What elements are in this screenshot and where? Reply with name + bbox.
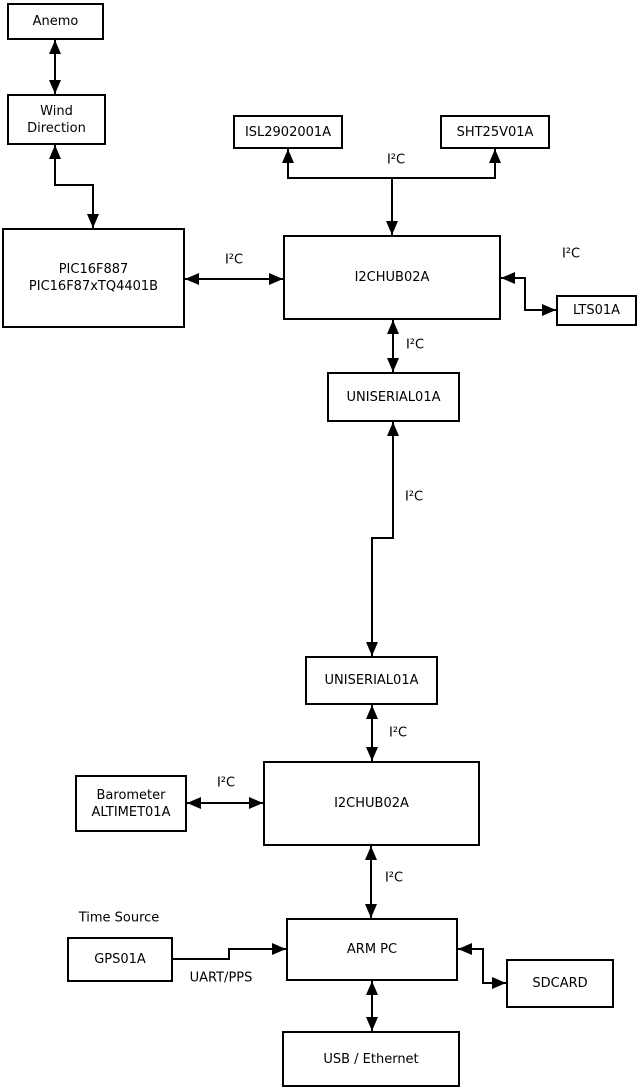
node-arm-pc-label: ARM PC [346, 942, 398, 957]
edge-uni1-uni2 [366, 422, 399, 656]
node-isl2902001a-label: ISL2902001A [244, 124, 332, 140]
edge-label-i2c-sensors: I²C [386, 152, 406, 168]
node-lts01a: LTS01A [556, 295, 637, 326]
node-arm-pc: ARM PC [286, 918, 458, 981]
edge-armpc-sdcard [458, 943, 506, 989]
node-pic-label-line1: PIC16F887 [58, 262, 129, 277]
node-uniserial-2-label: UNISERIAL01A [324, 673, 419, 688]
edge-hub1-lts [501, 272, 556, 316]
edge-label-i2c-uni2-hub2: I²C [388, 725, 408, 741]
node-wind-direction-label-line1: Wind [40, 103, 73, 119]
node-sht25v01a: SHT25V01A [440, 115, 550, 149]
node-isl2902001a: ISL2902001A [233, 115, 343, 149]
node-barometer-label-line2: ALTIMET01A [91, 804, 171, 820]
node-sdcard-label: SDCARD [532, 976, 588, 991]
edge-label-i2c-baro-hub2: I²C [216, 775, 236, 791]
edge-label-i2c-hub2-armpc: I²C [384, 870, 404, 886]
node-i2c-hub-1: I2CHUB02A [283, 235, 501, 320]
time-source-label: Time Source [78, 910, 160, 926]
node-wind-direction: Wind Direction [7, 94, 106, 145]
node-barometer-label-line1: Barometer [96, 787, 166, 803]
node-usb-ethernet: USB / Ethernet [282, 1031, 460, 1087]
node-i2c-hub-2: I2CHUB02A [263, 761, 480, 846]
node-pic-label-line2: PIC16F87xTQ4401B [28, 279, 159, 294]
edge-label-i2c-pic-hub1: I²C [224, 252, 244, 268]
node-i2c-hub-1-label: I2CHUB02A [354, 270, 430, 285]
edge-gps-armpc [173, 943, 286, 960]
edge-label-i2c-hub1-lts: I²C [561, 246, 581, 262]
node-sht25v01a-label: SHT25V01A [456, 124, 534, 140]
node-i2c-hub-2-label: I2CHUB02A [334, 796, 409, 811]
edge-wind-pic [49, 145, 99, 228]
node-gps01a: GPS01A [67, 937, 173, 982]
node-sdcard: SDCARD [506, 959, 614, 1008]
node-wind-direction-label-line2: Direction [27, 120, 86, 136]
node-lts01a-label: LTS01A [572, 303, 621, 318]
node-anemometer-label: Anemo [32, 14, 79, 29]
node-pic-microcontroller: PIC16F887 PIC16F87xTQ4401B [2, 228, 185, 328]
node-uniserial-2: UNISERIAL01A [305, 656, 438, 705]
node-anemometer: Anemo [7, 3, 104, 40]
node-gps01a-label: GPS01A [94, 952, 146, 967]
node-uniserial-1: UNISERIAL01A [327, 372, 460, 422]
edge-label-i2c-uni1-uni2: I²C [404, 489, 424, 505]
edge-label-uart-pps: UART/PPS [189, 970, 253, 986]
node-usb-ethernet-label: USB / Ethernet [323, 1051, 419, 1067]
node-barometer: Barometer ALTIMET01A [75, 775, 187, 832]
node-uniserial-1-label: UNISERIAL01A [346, 389, 441, 405]
edge-label-i2c-hub1-uni1: I²C [405, 337, 425, 353]
